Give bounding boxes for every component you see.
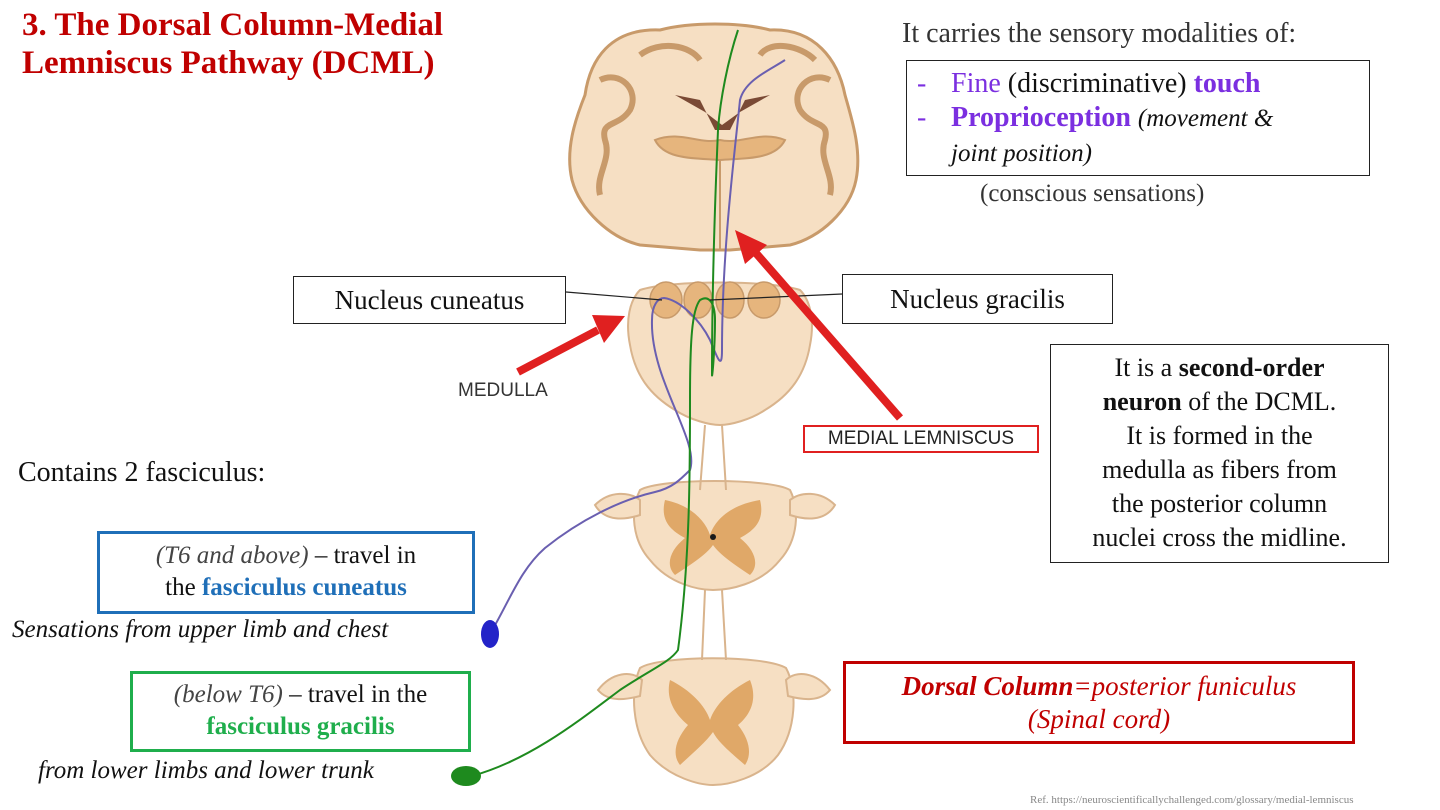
dorsal-column-box: Dorsal Column=posterior funiculus (Spina…	[843, 661, 1355, 744]
neuron-term: neuron	[1102, 387, 1182, 416]
second-order-line-3: It is formed in the	[1126, 421, 1313, 450]
lower-limb-sensations-label: from lower limbs and lower trunk	[38, 757, 374, 784]
lumbar-cord-section	[596, 657, 832, 787]
fasciculus-gracilis-box: (below T6) – travel in the fasciculus gr…	[130, 671, 471, 752]
second-order-term: second-order	[1178, 353, 1325, 382]
second-order-line-4: medulla as fibers from	[1102, 455, 1337, 484]
title-line-2: Lemniscus Pathway (DCML)	[22, 45, 435, 81]
medulla-arrow	[516, 315, 625, 376]
brain-coronal-section	[568, 22, 860, 252]
second-order-text: It is a	[1114, 353, 1179, 382]
gracilis-fiber	[471, 29, 739, 777]
nucleus-gracilis-label: Nucleus gracilis	[842, 274, 1113, 324]
posterior-funiculus-text: =posterior funiculus	[1073, 671, 1297, 701]
fine-word: Fine	[951, 68, 1001, 99]
reference-citation: Ref. https://neuroscientificallychalleng…	[1030, 794, 1354, 806]
second-order-line-6: nuclei cross the midline.	[1092, 523, 1347, 552]
gracilis-travel-text: – travel in the	[282, 681, 428, 708]
title-line-1: 3. The Dorsal Column-Medial	[22, 7, 444, 43]
cuneatus-travel-text: – travel in	[308, 542, 417, 569]
proprioception-note-2: joint position)	[951, 140, 1092, 167]
modality-fine-touch: -Fine (discriminative) touch	[917, 67, 1359, 101]
lower-limb-receptor	[451, 766, 481, 786]
proprioception-note: (movement &	[1137, 105, 1274, 132]
spinal-cord-text: (Spinal cord)	[1027, 704, 1171, 734]
medial-lemniscus-label: MEDIAL LEMNISCUS	[803, 425, 1039, 453]
dorsal-column-term: Dorsal Column	[901, 671, 1074, 701]
upper-limb-receptor	[481, 620, 499, 648]
proprioception-note-line-2: joint position)	[917, 136, 1359, 171]
proprioception-word: Proprioception	[951, 102, 1131, 133]
cuneatus-the-text: the	[165, 574, 202, 601]
contains-fasciculus-heading: Contains 2 fasciculus:	[18, 457, 266, 488]
conscious-sensations-note: (conscious sensations)	[980, 180, 1205, 207]
gracilis-level: (below T6)	[173, 681, 283, 708]
cervical-cord-section	[593, 480, 837, 592]
cuneatus-level: (T6 and above)	[155, 542, 309, 569]
second-order-line-5: the posterior column	[1111, 489, 1328, 518]
cuneatus-fiber	[489, 59, 786, 635]
fasciculus-gracilis-term: fasciculus gracilis	[206, 713, 395, 740]
modality-proprioception: -Proprioception (movement &	[917, 101, 1359, 136]
fasciculus-cuneatus-term: fasciculus cuneatus	[201, 574, 407, 601]
bullet-dash: -	[917, 102, 927, 133]
of-dcml-text: of the DCML.	[1181, 387, 1337, 416]
nucleus-cuneatus-label: Nucleus cuneatus	[293, 276, 566, 324]
medulla-label: MEDULLA	[458, 380, 548, 401]
modalities-heading: It carries the sensory modalities of:	[902, 18, 1297, 49]
discriminative-word: (discriminative)	[1007, 68, 1187, 99]
slide-title: 3. The Dorsal Column-Medial Lemniscus Pa…	[22, 6, 582, 82]
touch-word: touch	[1193, 68, 1261, 99]
modalities-box: -Fine (discriminative) touch -Propriocep…	[906, 60, 1370, 176]
second-order-neuron-box: It is a second-order neuron of the DCML.…	[1050, 344, 1389, 563]
bullet-dash: -	[917, 68, 927, 99]
fasciculus-cuneatus-box: (T6 and above) – travel in the fasciculu…	[97, 531, 475, 614]
medial-lemniscus-arrow	[735, 230, 904, 421]
upper-limb-sensations-label: Sensations from upper limb and chest	[12, 616, 389, 643]
medulla-section	[627, 281, 813, 427]
